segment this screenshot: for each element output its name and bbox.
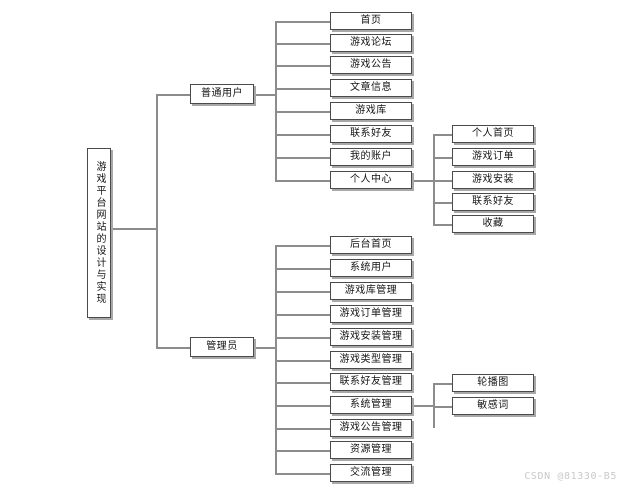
node-user-item-5[interactable]: 游戏库 [330,102,412,120]
connector-admin-leaf-5 [275,337,331,339]
connector-usercenter-to-column [412,180,434,182]
connector-usercenter-leaf-1 [433,134,453,136]
connector-admin-leaf-3 [275,291,331,293]
connector-admin-leaf-2 [275,268,331,270]
connector-trunk-to-admin [156,347,190,349]
connector-admin-leaf-9 [275,428,331,430]
connector-user-leaf-6 [275,134,331,136]
connector-main-trunk [156,95,158,349]
node-usercenter-item-3[interactable]: 游戏安装 [452,171,534,189]
connector-admin-leaf-1 [275,245,331,247]
branch-node-administrator[interactable]: 管理员 [190,337,254,357]
connector-admin-column-trunk [275,245,277,473]
connector-admin-to-column [254,347,276,349]
watermark-text: CSDN @81330-B5 [524,471,617,482]
node-admin-item-1[interactable]: 后台首页 [330,236,412,254]
connector-user-leaf-4 [275,88,331,90]
connector-usercenter-leaf-5 [433,224,453,226]
node-usercenter-item-4[interactable]: 联系好友 [452,193,534,211]
node-admin-item-5[interactable]: 游戏安装管理 [330,328,412,346]
connector-user-leaf-7 [275,157,331,159]
node-user-item-4[interactable]: 文章信息 [330,79,412,97]
root-node[interactable]: 游戏平台网站的设计与实现 [87,148,111,318]
connector-user-to-column [254,94,276,96]
connector-sysmanage-leaf-1 [433,383,453,385]
connector-user-leaf-1 [275,21,331,23]
connector-user-leaf-3 [275,65,331,67]
node-admin-item-7[interactable]: 联系好友管理 [330,373,412,391]
connector-admin-leaf-6 [275,360,331,362]
connector-usercenter-leaf-3 [433,180,453,182]
node-sysmanage-item-2[interactable]: 敏感词 [452,397,534,415]
node-user-item-7[interactable]: 我的账户 [330,148,412,166]
connector-trunk-to-user [156,94,190,96]
node-user-item-1[interactable]: 首页 [330,12,412,30]
connector-admin-leaf-11 [275,473,331,475]
node-admin-item-2[interactable]: 系统用户 [330,259,412,277]
connector-admin-leaf-8 [275,405,331,407]
node-admin-item-9[interactable]: 游戏公告管理 [330,419,412,437]
connector-user-leaf-2 [275,43,331,45]
node-usercenter-item-5[interactable]: 收藏 [452,215,534,233]
connector-sysmanage-to-column [412,405,434,407]
node-admin-item-4[interactable]: 游戏订单管理 [330,305,412,323]
node-user-item-personal-center[interactable]: 个人中心 [330,171,412,189]
node-admin-item-11[interactable]: 交流管理 [330,464,412,482]
node-user-item-2[interactable]: 游戏论坛 [330,34,412,52]
connector-usercenter-leaf-4 [433,202,453,204]
connector-user-column-trunk [275,21,277,180]
connector-sysmanage-column-trunk [433,383,435,428]
connector-usercenter-leaf-2 [433,157,453,159]
connector-admin-leaf-10 [275,450,331,452]
node-usercenter-item-1[interactable]: 个人首页 [452,125,534,143]
connector-root-stub [111,228,157,230]
branch-node-ordinary-user[interactable]: 普通用户 [190,84,254,104]
node-user-item-3[interactable]: 游戏公告 [330,56,412,74]
connector-user-leaf-8 [275,180,331,182]
node-admin-item-10[interactable]: 资源管理 [330,441,412,459]
node-usercenter-item-2[interactable]: 游戏订单 [452,148,534,166]
connector-admin-leaf-7 [275,382,331,384]
node-admin-item-6[interactable]: 游戏类型管理 [330,351,412,369]
node-sysmanage-item-1[interactable]: 轮播图 [452,374,534,392]
connector-user-leaf-5 [275,111,331,113]
node-admin-item-system-manage[interactable]: 系统管理 [330,396,412,414]
connector-usercenter-column-trunk [433,134,435,225]
connector-admin-leaf-4 [275,314,331,316]
node-admin-item-3[interactable]: 游戏库管理 [330,282,412,300]
node-user-item-6[interactable]: 联系好友 [330,125,412,143]
connector-sysmanage-leaf-2 [433,406,453,408]
